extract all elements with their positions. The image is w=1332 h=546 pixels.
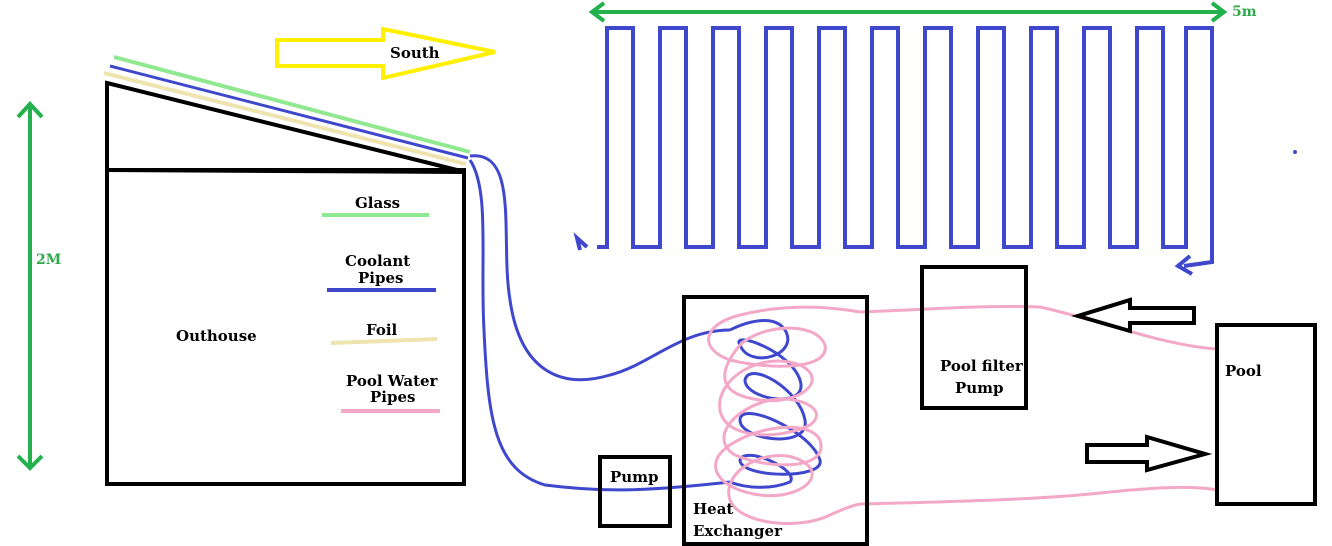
roof-layers [103,55,471,166]
coolant-collector-coil [573,26,1297,276]
outhouse-roof [105,80,466,174]
coolant-pump-label: Pump [610,468,659,486]
width-dimension: 5m [588,1,1257,23]
legend-label: Coolant [345,252,410,270]
pool-filter-pump: Pool filter Pump [920,265,1028,410]
coolant-pipe-supply [469,154,731,382]
height-dimension-label: 2M [36,252,61,268]
heat-exchanger-label-line2: Exchanger [693,522,783,540]
pool-box [1215,323,1317,506]
legend-label: Pipes [358,269,403,287]
coolant-pipes [468,154,731,492]
pool: Pool [1215,323,1317,506]
legend-item-glass: Glass [322,194,429,217]
coolant-pump: Pump [598,455,672,528]
legend-item-pool-water-pipes: Pool Water Pipes [341,372,440,413]
height-dimension: 2M [16,101,61,471]
legend-label: Glass [355,194,400,212]
pool-water-pipes [859,305,1218,506]
glass-layer [113,55,471,154]
heat-exchanger: Heat Exchanger [682,295,869,546]
coolant-pipe-return [468,159,731,492]
pool-filter-pump-box [920,265,1028,410]
legend-item-foil: Foil [330,321,438,345]
heat-exchanger-coolant-coil [729,319,822,489]
south-arrow-icon: South [275,26,496,81]
coolant-pump-box [598,455,672,528]
heat-exchanger-box [682,295,869,546]
heat-exchanger-label-line1: Heat [693,500,733,518]
pool-filter-pump-label-line1: Pool filter [940,357,1024,375]
flow-arrow-right-icon [1085,434,1213,473]
legend-item-coolant-pipes: Coolant Pipes [327,252,436,292]
outhouse: Outhouse [105,80,466,486]
pool-label: Pool [1225,362,1262,380]
foil-layer [103,71,467,166]
pool-pipe-bottom [859,485,1218,506]
legend-label: Pipes [370,388,415,406]
south-label: South [390,44,440,62]
legend: Glass Coolant Pipes Foil Pool Water Pipe… [322,194,440,413]
pool-filter-pump-label-line2: Pump [955,379,1004,397]
pool-pipe-top [859,305,1218,351]
flow-arrow-left-icon [1070,297,1196,334]
legend-swatch [330,337,438,345]
legend-label: Foil [366,321,398,339]
legend-label: Pool Water [346,372,439,390]
coolant-roof-pipe [109,64,469,160]
outhouse-body [105,168,466,486]
width-dimension-label: 5m [1232,4,1257,20]
outhouse-label: Outhouse [176,327,257,345]
heat-exchanger-pool-coil [707,305,861,525]
